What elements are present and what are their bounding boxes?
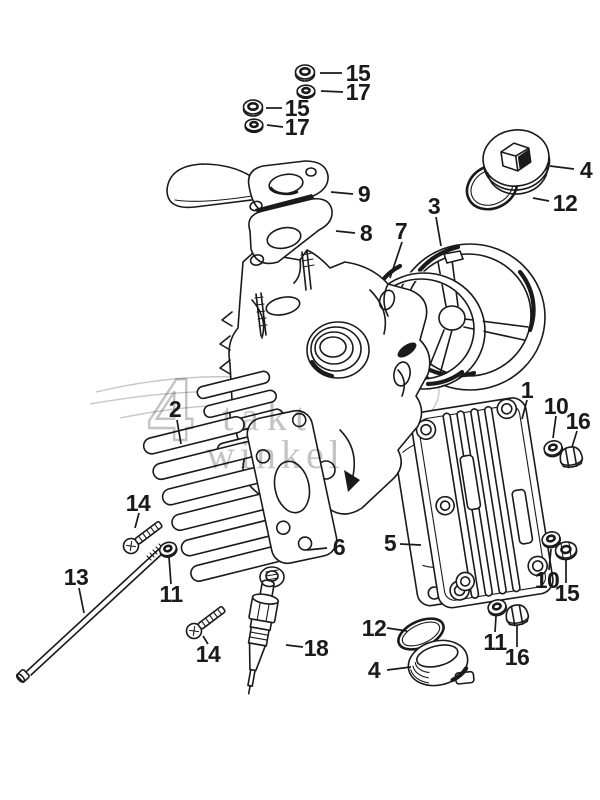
part-label-14: 14 bbox=[196, 641, 221, 667]
leader-line-17 bbox=[320, 90, 344, 93]
part-label-9: 9 bbox=[358, 181, 370, 207]
part-label-11: 11 bbox=[483, 629, 507, 655]
leader-line-18 bbox=[285, 644, 304, 648]
part-insulator-8 bbox=[248, 197, 333, 291]
leader-line-14 bbox=[202, 635, 209, 645]
leader-line-4 bbox=[549, 165, 575, 170]
leader-line-2 bbox=[176, 419, 182, 445]
part-label-6: 6 bbox=[333, 534, 345, 560]
part-label-4: 4 bbox=[368, 657, 381, 683]
leader-line-8 bbox=[335, 230, 356, 234]
leader-line-10 bbox=[552, 415, 557, 439]
part-washer-11-right bbox=[487, 599, 508, 617]
leader-line-12 bbox=[532, 197, 550, 202]
part-washer-10-upper bbox=[543, 440, 564, 458]
callout-labels: 1517151798374121101610151116124182141311… bbox=[64, 60, 594, 683]
watermark: 4 takt winkel bbox=[147, 357, 345, 477]
part-washer-17-top-b bbox=[244, 118, 264, 134]
part-label-15: 15 bbox=[285, 95, 310, 121]
leader-line-6 bbox=[306, 547, 328, 551]
part-label-14: 14 bbox=[126, 490, 151, 516]
part-label-15: 15 bbox=[555, 580, 580, 606]
part-label-11: 11 bbox=[159, 581, 183, 607]
part-label-7: 7 bbox=[395, 218, 407, 244]
leader-line-17 bbox=[266, 124, 284, 128]
part-side-cover-1 bbox=[410, 397, 554, 609]
part-label-4: 4 bbox=[580, 157, 593, 183]
part-label-2: 2 bbox=[169, 396, 181, 422]
part-label-18: 18 bbox=[304, 635, 329, 661]
part-spark-plug-18 bbox=[247, 579, 280, 695]
part-screw-14-lower bbox=[185, 606, 226, 640]
leader-line-1 bbox=[521, 399, 528, 420]
leader-line-16 bbox=[571, 430, 578, 448]
leader-line-9 bbox=[330, 191, 354, 195]
part-nut-15-top-a bbox=[294, 64, 316, 82]
part-label-12: 12 bbox=[362, 615, 387, 641]
part-washer-10-lower bbox=[541, 531, 562, 549]
part-label-8: 8 bbox=[360, 220, 373, 246]
part-label-15: 15 bbox=[346, 60, 371, 86]
part-head-fins-lower bbox=[142, 415, 293, 582]
part-gasket-6 bbox=[246, 409, 338, 565]
watermark-word-1: takt bbox=[222, 394, 314, 439]
part-long-bolt-13 bbox=[15, 543, 164, 683]
leader-line-10 bbox=[548, 548, 552, 571]
part-label-10: 10 bbox=[544, 393, 569, 419]
leader-line-11 bbox=[168, 556, 172, 585]
part-label-1: 1 bbox=[521, 377, 534, 403]
part-washer-17-top-a bbox=[296, 84, 316, 100]
leader-line-3 bbox=[435, 216, 442, 247]
part-cap-nut-16-lower bbox=[505, 604, 530, 627]
part-label-5: 5 bbox=[384, 530, 397, 556]
leader-lines bbox=[78, 72, 578, 671]
part-label-16: 16 bbox=[566, 408, 591, 434]
leader-line-11 bbox=[494, 615, 497, 633]
part-label-17: 17 bbox=[285, 114, 310, 140]
part-nut-15-right bbox=[554, 541, 578, 561]
leader-line-13 bbox=[78, 587, 85, 614]
leader-line-14 bbox=[134, 512, 140, 529]
watermark-numeral: 4 bbox=[148, 358, 194, 460]
part-label-12: 12 bbox=[553, 190, 578, 216]
leader-line-12 bbox=[386, 627, 408, 632]
part-tappet-cap-4-top bbox=[482, 129, 551, 195]
part-tappet-cap-4-bottom bbox=[407, 639, 475, 687]
leader-line-5 bbox=[399, 543, 422, 546]
part-screw-14-upper bbox=[122, 521, 163, 555]
leader-line-7 bbox=[389, 241, 403, 279]
part-label-17: 17 bbox=[346, 79, 371, 105]
part-washer-11-left bbox=[158, 541, 178, 558]
part-label-13: 13 bbox=[64, 564, 89, 590]
part-label-3: 3 bbox=[428, 193, 440, 219]
part-cap-nut-16-upper bbox=[559, 446, 584, 469]
part-label-16: 16 bbox=[505, 644, 530, 670]
leader-line-4 bbox=[386, 666, 412, 671]
part-nut-15-top-b bbox=[242, 99, 264, 117]
part-label-10: 10 bbox=[535, 567, 560, 593]
watermark-word-2: winkel bbox=[206, 432, 345, 477]
